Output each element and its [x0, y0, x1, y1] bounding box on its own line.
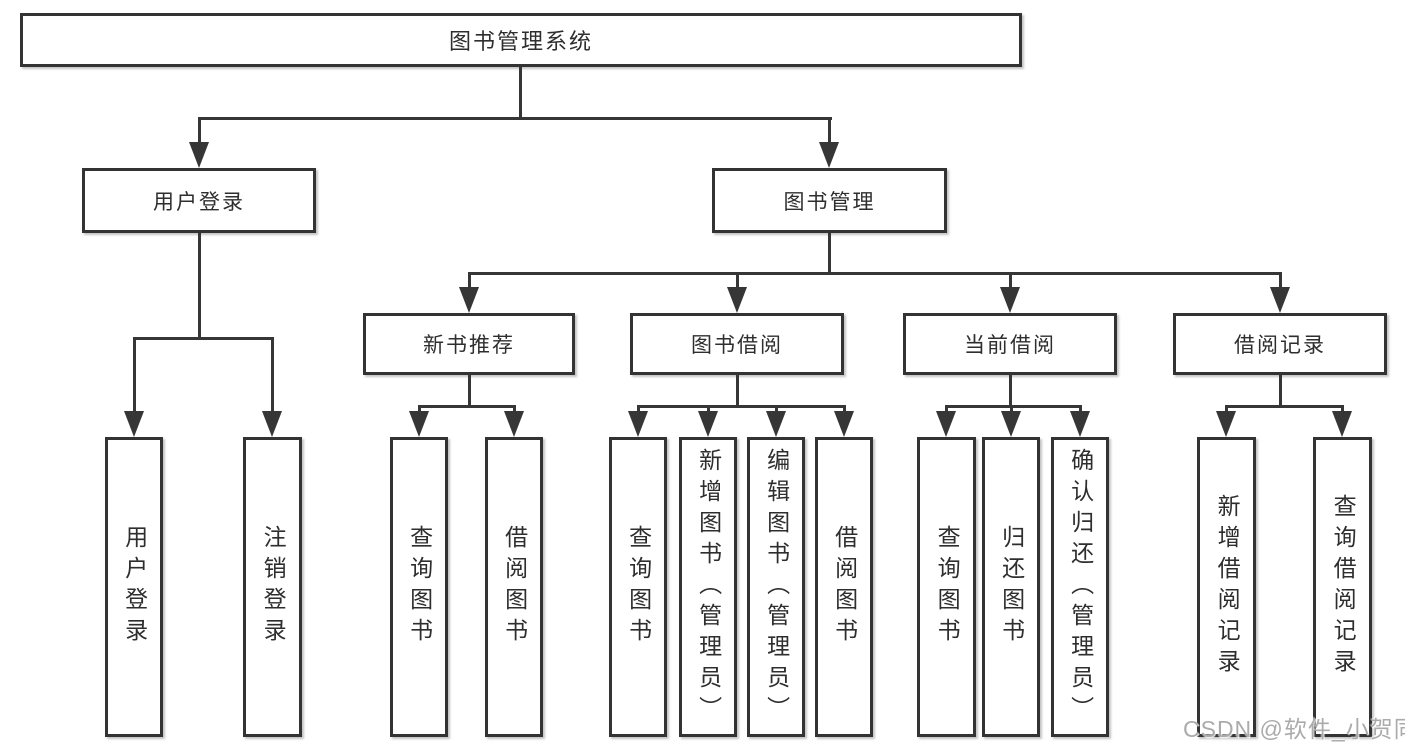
node-bb-borrow-book: 借阅图书 [815, 437, 873, 737]
arrow-down-icon [504, 411, 524, 437]
arrow-down-icon [1270, 287, 1290, 313]
node-bb-edit-book-label: 编辑图书（管理员） [763, 447, 790, 727]
node-cb-query-book-label: 查询图书 [934, 525, 961, 649]
node-nbr-query-book-label: 查询图书 [406, 525, 433, 649]
connector-line [1279, 375, 1282, 407]
connector-line [468, 272, 1282, 275]
arrow-down-icon [698, 411, 718, 437]
node-bb-add-book: 新增图书（管理员） [679, 437, 737, 737]
connector-line [828, 117, 831, 145]
node-borrow-record: 借阅记录 [1173, 313, 1387, 375]
arrow-down-icon [1000, 287, 1020, 313]
node-br-add-record-label: 新增借阅记录 [1214, 494, 1241, 680]
node-book-borrow: 图书借阅 [630, 313, 844, 375]
node-user-login-label: 用户登录 [121, 525, 148, 649]
node-borrow-record-label: 借阅记录 [1234, 334, 1326, 357]
connector-line [945, 405, 1081, 408]
node-br-query-record: 查询借阅记录 [1313, 437, 1372, 737]
connector-line [637, 405, 845, 408]
node-nbr-borrow-book-label: 借阅图书 [501, 525, 528, 649]
connector-line [1079, 405, 1082, 415]
arrow-down-icon [1216, 411, 1236, 437]
arrow-down-icon [1070, 411, 1090, 437]
node-nbr-query-book: 查询图书 [390, 437, 448, 737]
node-book-borrow-label: 图书借阅 [691, 334, 783, 357]
connector-line [945, 405, 948, 415]
node-book-management-label: 图书管理 [783, 190, 876, 214]
csdn-watermark: CSDN @软件_小贺同学 [1183, 716, 1405, 742]
connector-line [828, 233, 831, 274]
node-cb-confirm-return-label: 确认归还（管理员） [1067, 447, 1094, 727]
arrow-down-icon [124, 411, 144, 437]
connector-line [513, 405, 516, 415]
connector-line [198, 117, 832, 120]
connector-line [736, 375, 739, 407]
connector-line [1279, 272, 1282, 291]
node-nbr-borrow-book: 借阅图书 [485, 437, 543, 737]
node-cb-return-book: 归还图书 [982, 437, 1040, 737]
connector-line [736, 272, 739, 291]
arrow-down-icon [834, 411, 854, 437]
arrow-down-icon [1332, 411, 1352, 437]
connector-line [707, 405, 710, 415]
arrow-down-icon [727, 287, 747, 313]
node-root-label: 图书管理系统 [448, 29, 593, 54]
connector-line [468, 272, 471, 291]
connector-line [519, 67, 522, 119]
node-br-add-record: 新增借阅记录 [1197, 437, 1256, 737]
node-logout-login-label: 注销登录 [260, 525, 287, 649]
node-bb-query-book-label: 查询图书 [625, 525, 652, 649]
node-logout-login: 注销登录 [243, 437, 302, 737]
arrow-down-icon [409, 411, 429, 437]
node-book-management: 图书管理 [712, 168, 947, 233]
connector-line [418, 405, 421, 415]
arrow-down-icon [936, 411, 956, 437]
connector-line [1010, 405, 1013, 415]
node-new-book-recommend: 新书推荐 [363, 313, 575, 375]
node-current-borrow-label: 当前借阅 [964, 334, 1056, 357]
node-cb-return-book-label: 归还图书 [998, 525, 1025, 649]
node-br-query-record-label: 查询借阅记录 [1330, 494, 1357, 680]
node-bb-add-book-label: 新增图书（管理员） [695, 447, 722, 727]
connector-line [198, 117, 201, 145]
arrow-down-icon [189, 142, 209, 168]
connector-line [1009, 272, 1012, 291]
connector-line [775, 405, 778, 415]
node-cb-confirm-return: 确认归还（管理员） [1051, 437, 1109, 737]
connector-line [1225, 405, 1228, 415]
connector-line [1225, 405, 1343, 408]
arrow-down-icon [819, 142, 839, 168]
node-user-login-group: 用户登录 [82, 168, 316, 233]
arrow-down-icon [459, 287, 479, 313]
node-user-login: 用户登录 [105, 437, 163, 737]
arrow-down-icon [766, 411, 786, 437]
node-bb-query-book: 查询图书 [609, 437, 667, 737]
connector-line [271, 337, 274, 415]
connector-line [198, 233, 201, 339]
node-new-book-recommend-label: 新书推荐 [423, 334, 515, 357]
connector-line [133, 337, 274, 340]
node-user-login-group-label: 用户登录 [153, 190, 245, 214]
node-cb-query-book: 查询图书 [917, 437, 976, 737]
node-current-borrow: 当前借阅 [903, 313, 1117, 375]
connector-line [418, 405, 516, 408]
arrow-down-icon [1001, 411, 1021, 437]
connector-line [468, 375, 471, 407]
connector-line [1009, 375, 1012, 407]
connector-line [843, 405, 846, 415]
arrow-down-icon [628, 411, 648, 437]
connector-line [1341, 405, 1344, 415]
connector-line [637, 405, 640, 415]
node-bb-edit-book: 编辑图书（管理员） [747, 437, 805, 737]
arrow-down-icon [262, 411, 282, 437]
node-bb-borrow-book-label: 借阅图书 [831, 525, 858, 649]
connector-line [133, 337, 136, 415]
node-root: 图书管理系统 [20, 13, 1022, 67]
